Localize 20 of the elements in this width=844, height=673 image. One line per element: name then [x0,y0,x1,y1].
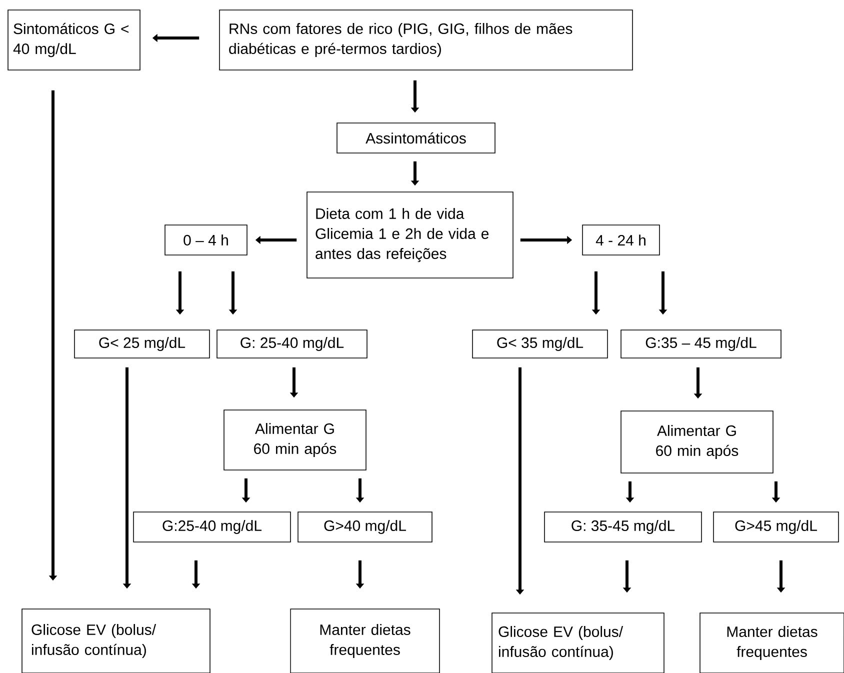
process-box: Alimentar G 60 min após [224,410,366,470]
process-box: Dieta com 1 h de vida Glicemia 1 e 2h de vida e antes das refeições [306,192,514,278]
process-box: Glicose EV (bolus/ infusão contínua) [22,608,210,673]
process-box: G< 25 mg/dL [74,330,210,358]
process-box: Glicose EV (bolus/ infusão contínua) [492,612,664,673]
process-box: G:35 – 45 mg/dL [620,330,782,358]
process-box: G< 35 mg/dL [472,330,608,358]
process-box: Manter dietas frequentes [700,612,844,673]
process-box: G>40 mg/dL [298,512,432,542]
process-box: 0 – 4 h [164,224,248,256]
process-box: 4 - 24 h [582,224,660,256]
process-box: Assintomáticos [336,122,496,154]
process-box: Manter dietas frequentes [290,608,440,673]
process-box: G>45 mg/dL [713,512,839,542]
process-box: Sintomáticos G < 40 mg/dL [8,10,140,70]
process-box: Alimentar G 60 min após [620,410,774,474]
process-box: G: 35-45 mg/dL [544,512,702,542]
process-box: G:25-40 mg/dL [133,512,291,542]
process-box: G: 25-40 mg/dL [216,330,368,358]
process-box: RNs com fatores de rico (PIG, GIG, filhos de mães diabéticas e pré-termos tardios) [219,10,633,70]
